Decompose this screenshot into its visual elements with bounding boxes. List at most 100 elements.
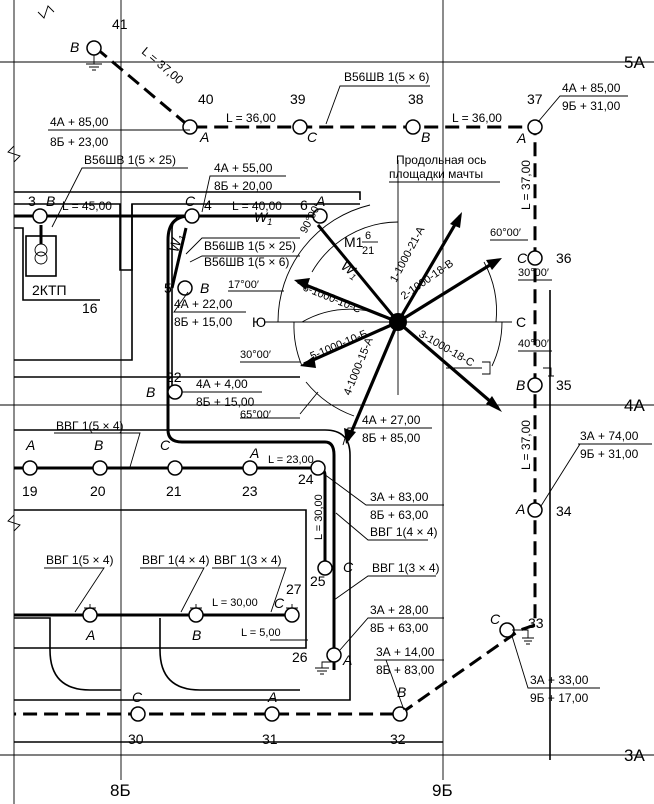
coord-top: 3А + 14,00 xyxy=(376,645,435,659)
pole-number: 23 xyxy=(242,483,258,499)
axis-label-4a: 4А xyxy=(624,396,645,415)
phase-label: B xyxy=(516,377,525,393)
direction-north-label: С xyxy=(516,314,526,330)
coord-top: 3А + 33,00 xyxy=(530,673,589,687)
phase-label: A xyxy=(515,501,525,517)
coord-top: 3А + 28,00 xyxy=(370,603,429,617)
pole-22 xyxy=(167,384,183,400)
phase-label: C xyxy=(274,595,285,611)
pole-number: 41 xyxy=(112,16,128,32)
phase-label: A xyxy=(267,689,277,705)
pole-number: 26 xyxy=(292,649,308,665)
pole-25 xyxy=(317,560,333,576)
pole-number: 21 xyxy=(166,483,182,499)
cable-mark: В56ШВ 1(5 × 25) xyxy=(204,239,296,253)
axis-label-9b: 9Б xyxy=(432,781,453,800)
coord-top: 4А + 85,00 xyxy=(50,115,109,129)
phase-label: A xyxy=(199,129,209,145)
pole-number: 32 xyxy=(390,731,406,747)
pole-number: 3 xyxy=(28,193,36,209)
length-label: L = 40,00 xyxy=(232,199,282,213)
feeder-label: W1 xyxy=(254,209,272,227)
building-label-16: 16 xyxy=(82,300,98,316)
pole-39 xyxy=(292,119,308,135)
pole-6 xyxy=(312,208,328,224)
phase-label: B xyxy=(70,39,79,55)
projector-rays xyxy=(297,215,500,441)
phase-label: B xyxy=(192,627,201,643)
break-mark xyxy=(7,514,21,532)
ray-2 xyxy=(397,258,499,324)
phase-label: C xyxy=(132,689,143,705)
coord-top: 4А + 22,00 xyxy=(174,297,233,311)
pole-31 xyxy=(264,706,280,722)
phase-label: C xyxy=(490,611,501,627)
coord-bottom: 8Б + 63,00 xyxy=(370,508,429,522)
pole-41 xyxy=(86,40,102,56)
pole-3 xyxy=(32,208,48,224)
phase-label: C xyxy=(517,250,528,266)
coord-bottom: 8Б + 85,00 xyxy=(362,431,421,445)
pole-number: 39 xyxy=(290,91,306,107)
cable-mark: ВВГ 1(3 × 4) xyxy=(372,561,440,575)
ray-6 xyxy=(297,280,399,324)
pole-23 xyxy=(242,460,258,476)
cable-mark: ВВГ 1(4 × 4) xyxy=(370,525,438,539)
pole-20 xyxy=(92,460,108,476)
pole-40 xyxy=(182,119,198,135)
coord-top: 4А + 4,00 xyxy=(196,377,248,391)
ray-5 xyxy=(303,320,399,366)
length-label: L = 37,00 xyxy=(519,420,533,470)
phase-label: B xyxy=(146,384,155,400)
cable-mark: ВВГ 1(5 × 4) xyxy=(46,553,114,567)
pole-number: 34 xyxy=(556,503,572,519)
coord-top: 3А + 74,00 xyxy=(580,429,639,443)
pole-number: 24 xyxy=(298,471,314,487)
length-label: L = 5,00 xyxy=(241,627,281,639)
pole-4 xyxy=(184,208,200,224)
mast-axis-caption: площадки мачты xyxy=(389,167,483,181)
angle-label: 60°00′ xyxy=(490,227,521,239)
phase-label: B xyxy=(46,193,55,209)
coord-bottom: 8Б + 20,00 xyxy=(214,179,273,193)
angle-label: 40°00′ xyxy=(518,338,549,350)
coord-bottom: 8Б + 23,00 xyxy=(50,135,109,149)
mast-fraction-num: 6 xyxy=(365,230,371,242)
cable-mark: ВВГ 1(5 × 4) xyxy=(56,419,124,433)
phase-label: C xyxy=(185,193,196,209)
angle-label: 17°00′ xyxy=(228,279,259,291)
length-label: L = 45,00 xyxy=(62,199,112,213)
phase-label: A xyxy=(516,130,526,146)
pole-34 xyxy=(527,502,543,518)
poles xyxy=(22,40,543,722)
ray-4 xyxy=(346,321,400,441)
phase-label: C xyxy=(160,437,171,453)
pole-number: 35 xyxy=(556,377,572,393)
pole-5 xyxy=(177,280,193,296)
pole-number: 19 xyxy=(22,483,38,499)
phase-label: C xyxy=(343,559,354,575)
ground-symbols xyxy=(84,55,554,675)
coord-top: 4А + 27,00 xyxy=(362,413,421,427)
phase-label: A xyxy=(85,627,95,643)
pole-number: 37 xyxy=(527,91,543,107)
phase-label: B xyxy=(200,280,209,296)
coord-bottom: 8Б + 63,00 xyxy=(370,621,429,635)
pole-number: 33 xyxy=(528,615,544,631)
phase-label: A xyxy=(315,193,325,209)
phase-label: B xyxy=(397,684,406,700)
coord-bottom: 8Б + 15,00 xyxy=(174,315,233,329)
coord-bottom: 8Б + 15,00 xyxy=(196,395,255,409)
angle-label: 30°00′ xyxy=(518,267,549,279)
transformer-symbol xyxy=(34,225,48,265)
mast-fraction-den: 21 xyxy=(362,245,374,257)
length-label: L = 23,00 xyxy=(268,454,314,466)
fraction-bars xyxy=(48,95,652,689)
angle-label: 30°00′ xyxy=(240,349,271,361)
pole-35 xyxy=(527,377,543,393)
pole-38 xyxy=(405,119,421,135)
cable-mark: ВВГ 1(3 × 4) xyxy=(214,553,282,567)
pole-32 xyxy=(392,706,408,722)
fixture-bracket xyxy=(446,361,491,375)
